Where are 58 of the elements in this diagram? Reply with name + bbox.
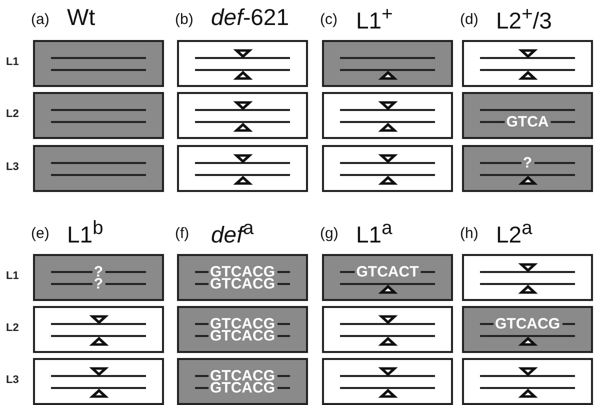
panel-letter: (c) (320, 11, 338, 28)
sequence-text: GTCACG (208, 370, 277, 382)
cell-layer-box (462, 40, 593, 87)
layer-label: L3 (6, 161, 19, 173)
panel-title: L1$^{+}$ (356, 4, 393, 35)
cell-layer-box (177, 92, 308, 139)
panel-letter: (h) (460, 225, 478, 242)
cell-layer-box (462, 145, 593, 192)
sequence-text: GTCACG (208, 382, 277, 394)
cell-layer-box (177, 306, 308, 353)
sequence-text: ? (92, 266, 106, 278)
cell-layer-box (322, 358, 453, 405)
layer-label: L3 (6, 374, 19, 386)
cell-layer-box (33, 145, 164, 192)
panel-letter: (a) (31, 11, 50, 28)
sequence-text: GTCA (504, 116, 551, 128)
sequence-text: GTCACG (208, 330, 277, 342)
cell-layer-box (177, 40, 308, 87)
cell-layer-box (33, 40, 164, 87)
panel-title: L2$^{+}$/3 (496, 4, 552, 35)
cell-layer-box (33, 92, 164, 139)
cell-layer-box (462, 358, 593, 405)
cell-layer-box (33, 306, 164, 353)
sequence-text: ? (520, 156, 534, 170)
panel-title: def$^{a}$ (211, 218, 254, 249)
sequence-text: ? (92, 278, 106, 290)
sequence-text: GTCACT (354, 266, 421, 278)
panel-title: L1$^{b}$ (67, 218, 104, 249)
layer-label: L2 (6, 322, 19, 334)
cell-layer-box (322, 145, 453, 192)
panel-letter: (f) (175, 225, 190, 242)
cell-layer-box (322, 254, 453, 301)
cell-layer-box (177, 358, 308, 405)
panel-title: L2$^{a}$ (496, 218, 532, 249)
cell-layer-box (33, 254, 164, 301)
cell-layer-box (322, 306, 453, 353)
cell-layer-box (462, 92, 593, 139)
layer-label: L2 (6, 108, 19, 120)
sequence-text: GTCACG (208, 266, 277, 278)
sequence-text: GTCACG (208, 278, 277, 290)
cell-layer-box (462, 306, 593, 353)
cell-layer-box (177, 254, 308, 301)
panel-title: L1$^{a}$ (356, 218, 392, 249)
cell-layer-box (462, 254, 593, 301)
panel-letter: (e) (31, 225, 50, 242)
layer-label: L1 (6, 270, 19, 282)
panel-letter: (g) (320, 225, 338, 242)
cell-layer-box (33, 358, 164, 405)
cell-layer-box (322, 92, 453, 139)
layer-label: L1 (6, 56, 19, 68)
panel-letter: (b) (175, 11, 194, 28)
panel-letter: (d) (460, 11, 478, 28)
panel-title: Wt (67, 4, 96, 31)
cell-layer-box (322, 40, 453, 87)
sequence-text: GTCACG (208, 318, 277, 330)
panel-title: def-621 (211, 4, 290, 31)
cell-layer-box (177, 145, 308, 192)
sequence-text: GTCACG (493, 318, 562, 330)
